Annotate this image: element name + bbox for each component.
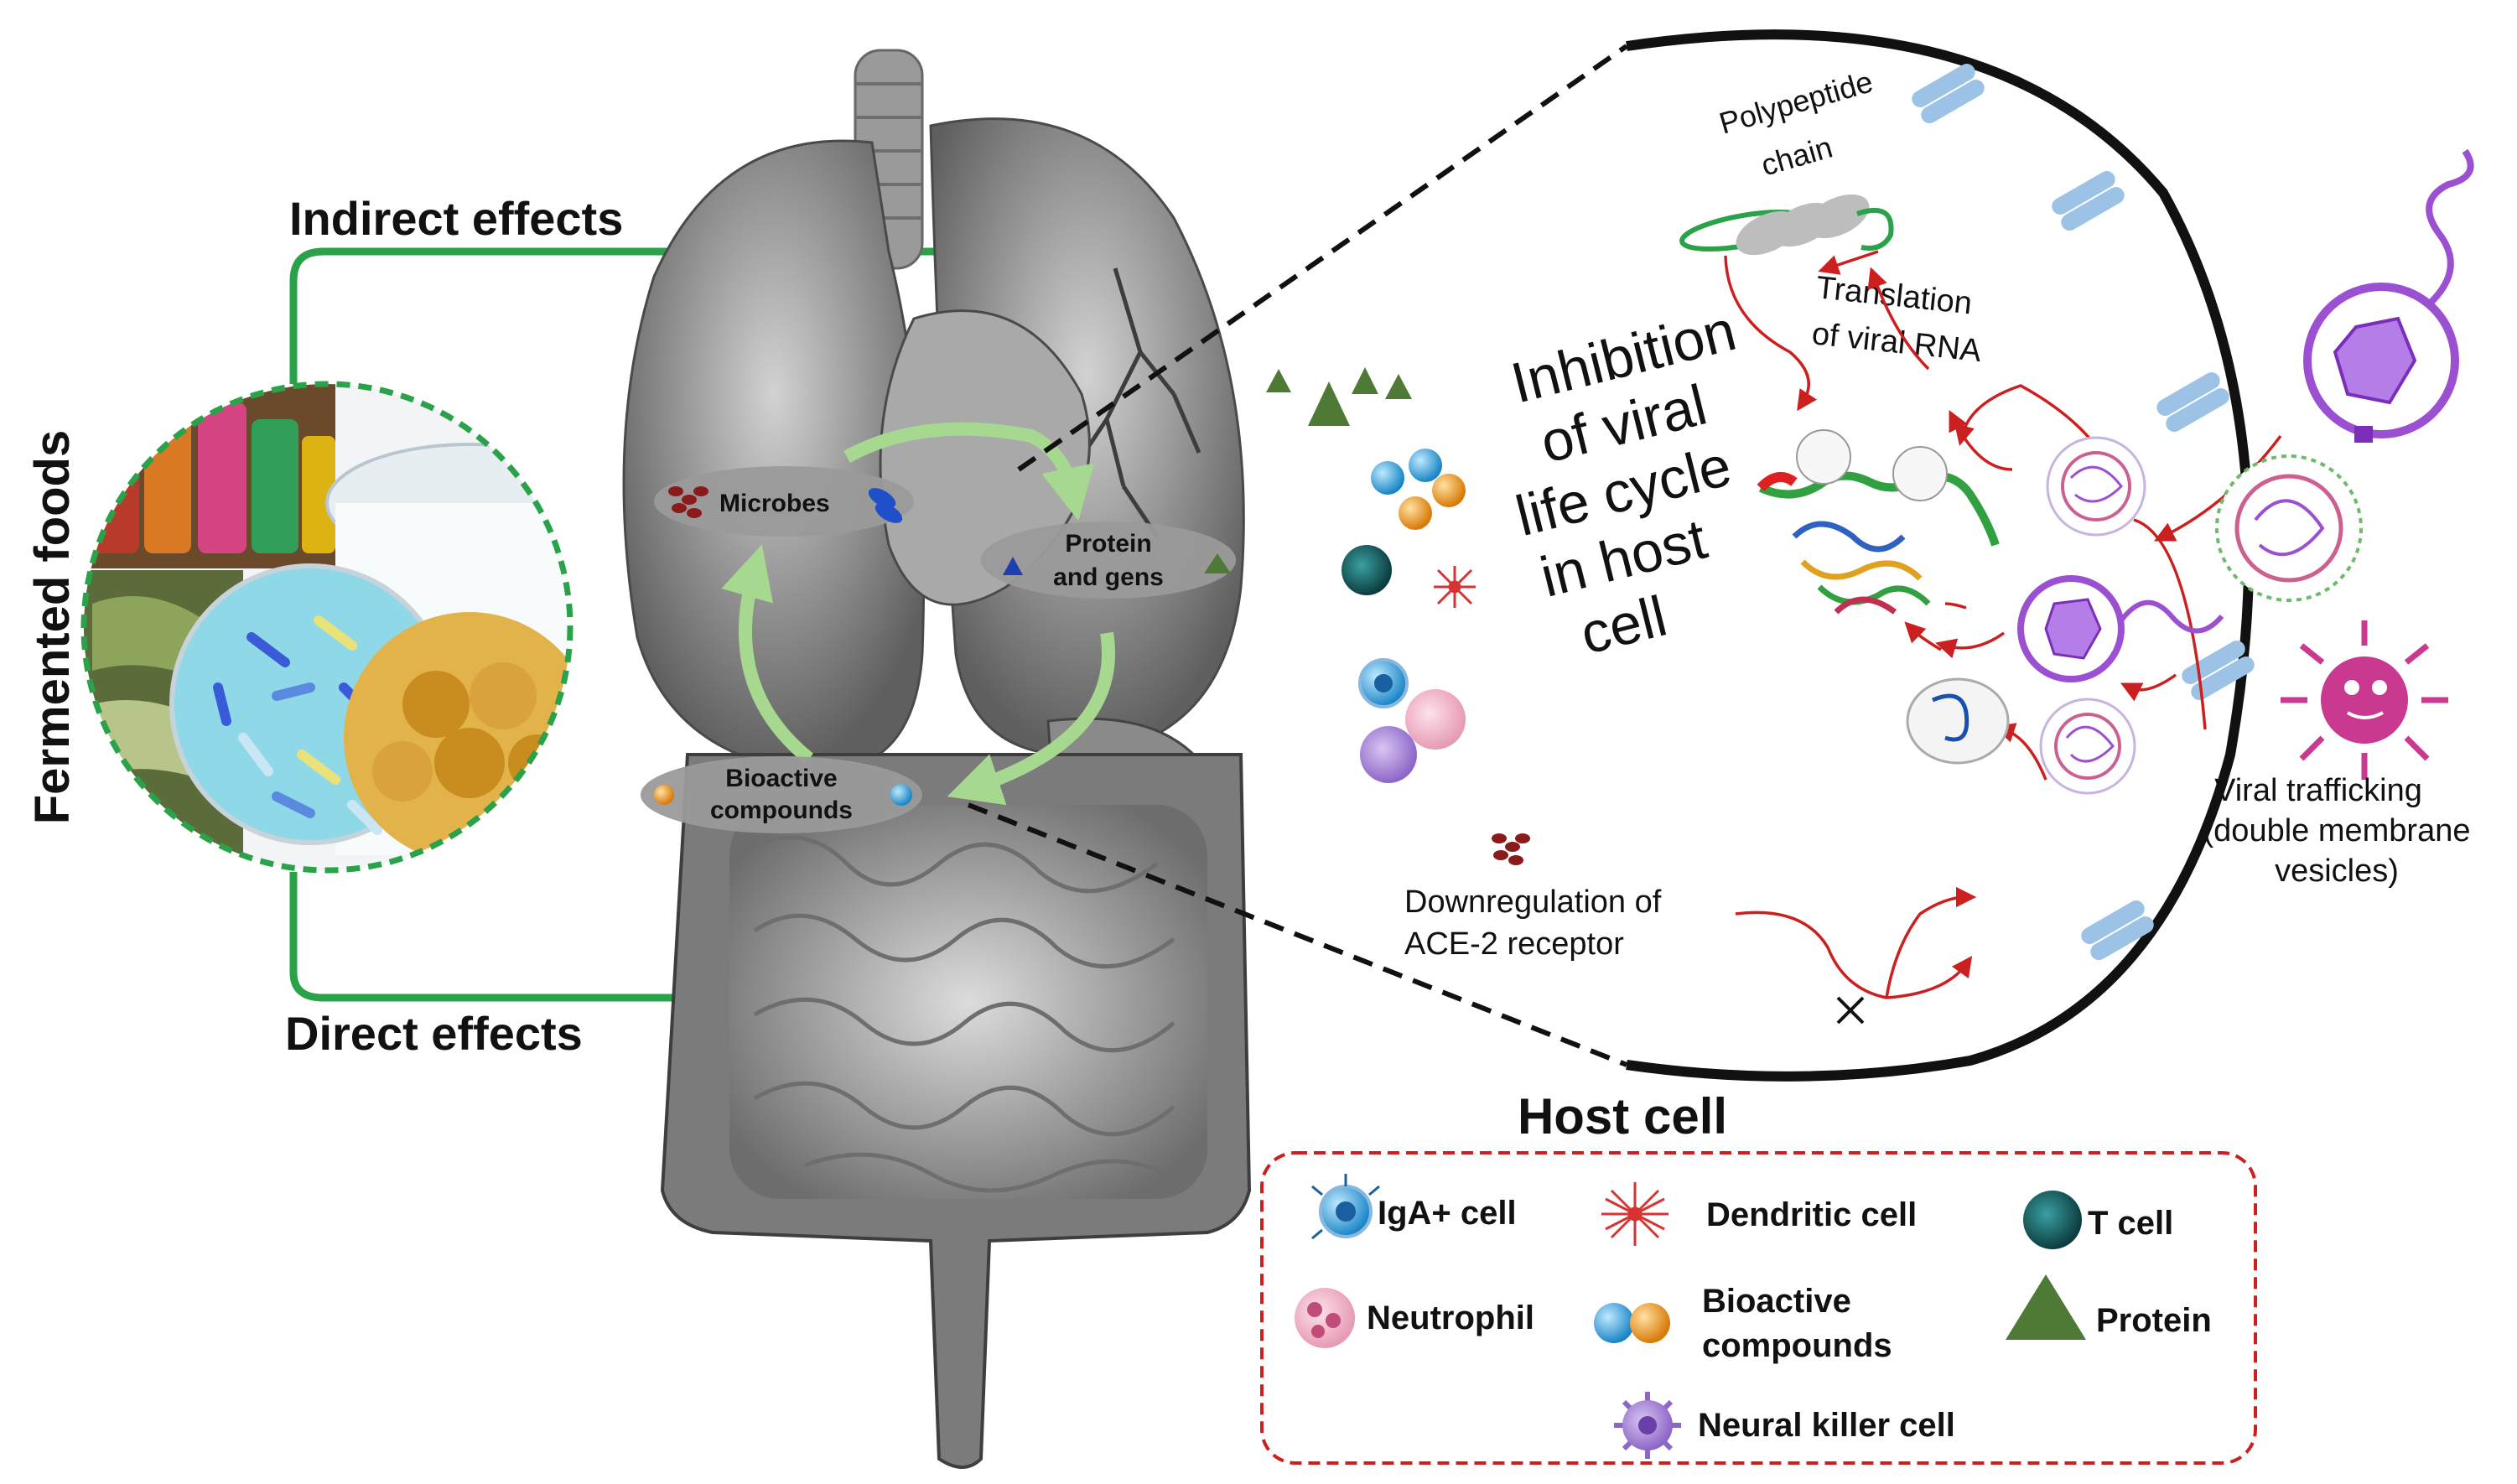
legend-protein-label: Protein bbox=[2096, 1302, 2212, 1339]
protein-triangles bbox=[1266, 367, 1412, 426]
direct-effects-label: Direct effects bbox=[285, 1007, 583, 1060]
legend-neutrophil-label: Neutrophil bbox=[1367, 1300, 1534, 1336]
downregulation-line-2: ACE-2 receptor bbox=[1404, 926, 1624, 962]
legend-neutrophil-icon bbox=[1295, 1288, 1355, 1348]
polypeptide-label-2: chain bbox=[1757, 130, 1836, 183]
downregulation-text: Downregulation of ACE-2 receptor bbox=[1404, 833, 1662, 962]
ribosome-icon bbox=[1736, 194, 1870, 256]
viral-trafficking-line-3: vesicles) bbox=[2275, 854, 2399, 889]
legend-protein-icon bbox=[2006, 1274, 2086, 1340]
viral-protein-complex bbox=[1757, 429, 2000, 615]
fermented-foods-illustration bbox=[80, 381, 573, 874]
polypeptide-chain: Polypeptide chain bbox=[1679, 64, 1894, 256]
legend-dendritic-cell-icon bbox=[1601, 1182, 1668, 1246]
protein-gens-node: Protein and gens bbox=[981, 521, 1236, 599]
virus-particle-3 bbox=[2039, 698, 2136, 795]
bioactive-compounds-node: Bioactive compounds bbox=[641, 756, 922, 833]
blocked-receptor-x bbox=[1836, 996, 1865, 1025]
legend-iga-label: IgA+ cell bbox=[1378, 1195, 1517, 1232]
virus-particle-1 bbox=[2046, 436, 2146, 537]
immune-cells-cluster bbox=[1342, 449, 1476, 783]
microbes-label: Microbes bbox=[719, 490, 830, 517]
viral-trafficking-text: Viral trafficking (double membrane vesic… bbox=[2203, 773, 2471, 889]
fermented-foods-label: Fermented foods bbox=[25, 430, 80, 825]
virus-particle-2 bbox=[2215, 454, 2363, 602]
legend-bioactive-label-1: Bioactive bbox=[1702, 1283, 1851, 1320]
microbes-node: Microbes bbox=[654, 466, 914, 537]
viral-trafficking-line-1: Viral trafficking bbox=[2214, 773, 2422, 808]
cycle-arrows bbox=[721, 422, 1115, 806]
legend-bioactive-label-2: compounds bbox=[1702, 1327, 1892, 1364]
inhibition-text: Inhibition of viral life cycle in host c… bbox=[1505, 298, 1742, 667]
legend-iga-cell-icon bbox=[1311, 1174, 1380, 1240]
host-cell-title: Host cell bbox=[1518, 1088, 1727, 1144]
bioactive-label-2: compounds bbox=[710, 796, 853, 824]
protein-gens-label-1: Protein bbox=[1065, 530, 1151, 558]
downregulation-line-1: Downregulation of bbox=[1404, 885, 1662, 920]
host-cell bbox=[1626, 29, 2255, 1082]
legend-bioactive-icon bbox=[1594, 1303, 1670, 1343]
fermented-foods-text: Fermented foods bbox=[25, 430, 80, 825]
legend-nk-label: Neural killer cell bbox=[1698, 1407, 1955, 1444]
legend-dendritic-label: Dendritic cell bbox=[1706, 1196, 1917, 1233]
legend-nk-cell-icon bbox=[1614, 1392, 1681, 1459]
zoom-lines bbox=[967, 44, 1628, 1067]
viral-rna-vesicle bbox=[1906, 677, 2010, 765]
polypeptide-label-1: Polypeptide bbox=[1715, 64, 1876, 140]
indirect-effects-label: Indirect effects bbox=[289, 192, 623, 245]
legend-tcell-label: T cell bbox=[2088, 1205, 2173, 1242]
dendritic-cell-icon bbox=[1434, 566, 1476, 608]
virus-particles bbox=[2039, 436, 2363, 795]
translation-label-1: Translation bbox=[1814, 270, 1974, 321]
viral-trafficking-line-2: (double membrane bbox=[2203, 813, 2471, 848]
legend-tcell-icon bbox=[2023, 1191, 2082, 1249]
legend-box: IgA+ cell Dendritic cell T cell Neutroph… bbox=[1260, 1151, 2257, 1465]
double-membrane-vesicle-1 bbox=[2303, 148, 2474, 443]
bioactive-label-1: Bioactive bbox=[725, 765, 837, 792]
organs-illustration bbox=[622, 49, 1252, 1469]
viral-process-arrows bbox=[1724, 250, 2282, 999]
double-membrane-vesicle-2 bbox=[2017, 575, 2224, 682]
pink-virus-icon bbox=[2281, 620, 2448, 780]
protein-gens-label-2: and gens bbox=[1053, 563, 1164, 591]
